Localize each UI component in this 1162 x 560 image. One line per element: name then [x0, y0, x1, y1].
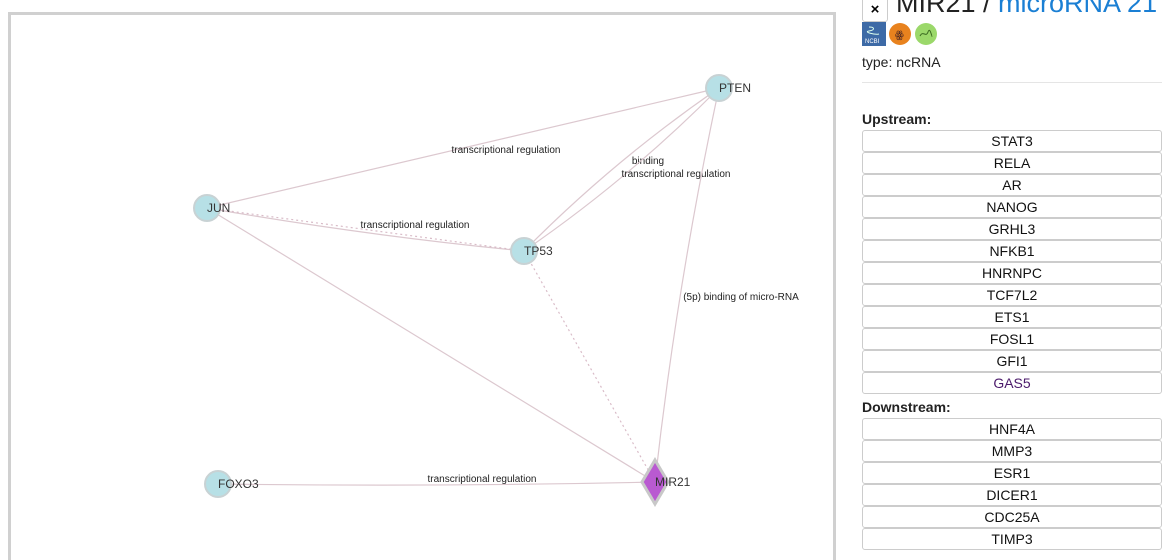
edge-label: transcriptional regulation	[452, 145, 561, 156]
gene-link-grhl3[interactable]: GRHL3	[862, 218, 1162, 240]
node-foxo3[interactable]	[204, 470, 232, 498]
network-canvas[interactable]: transcriptional regulation binding transcr…	[0, 0, 850, 560]
edge-jun-mir21[interactable]	[206, 207, 656, 483]
downstream-heading: Downstream:	[862, 399, 951, 415]
edge-tp53-pten[interactable]	[523, 87, 720, 252]
node-label: PTEN	[719, 81, 751, 95]
edge-jun-tp53[interactable]	[206, 207, 525, 252]
gene-link-gas5[interactable]: GAS5	[862, 372, 1162, 394]
gene-link-gfi1[interactable]: GFI1	[862, 350, 1162, 372]
node-label: TP53	[524, 244, 553, 258]
wikigenes-icon[interactable]	[914, 22, 938, 46]
svg-text:ꙮ: ꙮ	[895, 30, 904, 41]
svg-text:NCBI: NCBI	[865, 39, 880, 45]
node-jun[interactable]	[193, 194, 221, 222]
gene-symbol: MIR21 /	[896, 0, 991, 18]
node-tp53[interactable]	[510, 237, 538, 265]
edge-tp53-pten[interactable]	[523, 87, 720, 252]
edge-tp53-mir21[interactable]	[523, 250, 656, 483]
gene-link-nfkb1[interactable]: NFKB1	[862, 240, 1162, 262]
divider	[862, 82, 1162, 83]
gene-link-dicer1[interactable]: DICER1	[862, 484, 1162, 506]
node-label: MIR21	[655, 475, 691, 489]
gene-link-tcf7l2[interactable]: TCF7L2	[862, 284, 1162, 306]
edge-pten-mir21[interactable]	[654, 87, 720, 483]
edge-foxo3-mir21[interactable]	[217, 481, 656, 486]
ncbi-icon[interactable]: NCBI	[862, 22, 886, 46]
gene-name-link[interactable]: microRNA 21	[998, 0, 1158, 18]
edge-jun-tp53[interactable]	[206, 207, 525, 252]
node-mir21[interactable]	[640, 457, 670, 507]
gene-link-hnrnpc[interactable]: HNRNPC	[862, 262, 1162, 284]
gene-link-timp3[interactable]: TIMP3	[862, 528, 1162, 550]
gene-link-ets1[interactable]: ETS1	[862, 306, 1162, 328]
gene-link-esr1[interactable]: ESR1	[862, 462, 1162, 484]
edge-label: transcriptional regulation	[361, 220, 470, 231]
node-pten[interactable]	[705, 74, 733, 102]
upstream-heading: Upstream:	[862, 111, 932, 127]
gene-link-cdc25a[interactable]: CDC25A	[862, 506, 1162, 528]
gene-link-hnf4a[interactable]: HNF4A	[862, 418, 1162, 440]
gene-link-fosl1[interactable]: FOSL1	[862, 328, 1162, 350]
gene-title: MIR21 / microRNA 21	[896, 0, 1157, 19]
edge-label: transcriptional regulation	[622, 169, 731, 180]
edge-label: transcriptional regulation	[428, 474, 537, 485]
gene-link-stat3[interactable]: STAT3	[862, 130, 1162, 152]
gene-link-rela[interactable]: RELA	[862, 152, 1162, 174]
node-label: JUN	[207, 201, 230, 215]
node-label: FOXO3	[218, 477, 259, 491]
network-graph[interactable]: transcriptional regulation binding transcr…	[8, 12, 836, 560]
edge-label: (5p) binding of micro-RNA	[683, 292, 799, 303]
close-button[interactable]: ×	[862, 0, 888, 22]
gene-link-nanog[interactable]: NANOG	[862, 196, 1162, 218]
gene-type: type: ncRNA	[862, 54, 941, 70]
gene-link-mmp3[interactable]: MMP3	[862, 440, 1162, 462]
edge-label: binding	[632, 156, 664, 167]
edge-jun-pten[interactable]	[206, 87, 720, 209]
genecards-icon[interactable]: ꙮ	[888, 22, 912, 46]
gene-link-ar[interactable]: AR	[862, 174, 1162, 196]
